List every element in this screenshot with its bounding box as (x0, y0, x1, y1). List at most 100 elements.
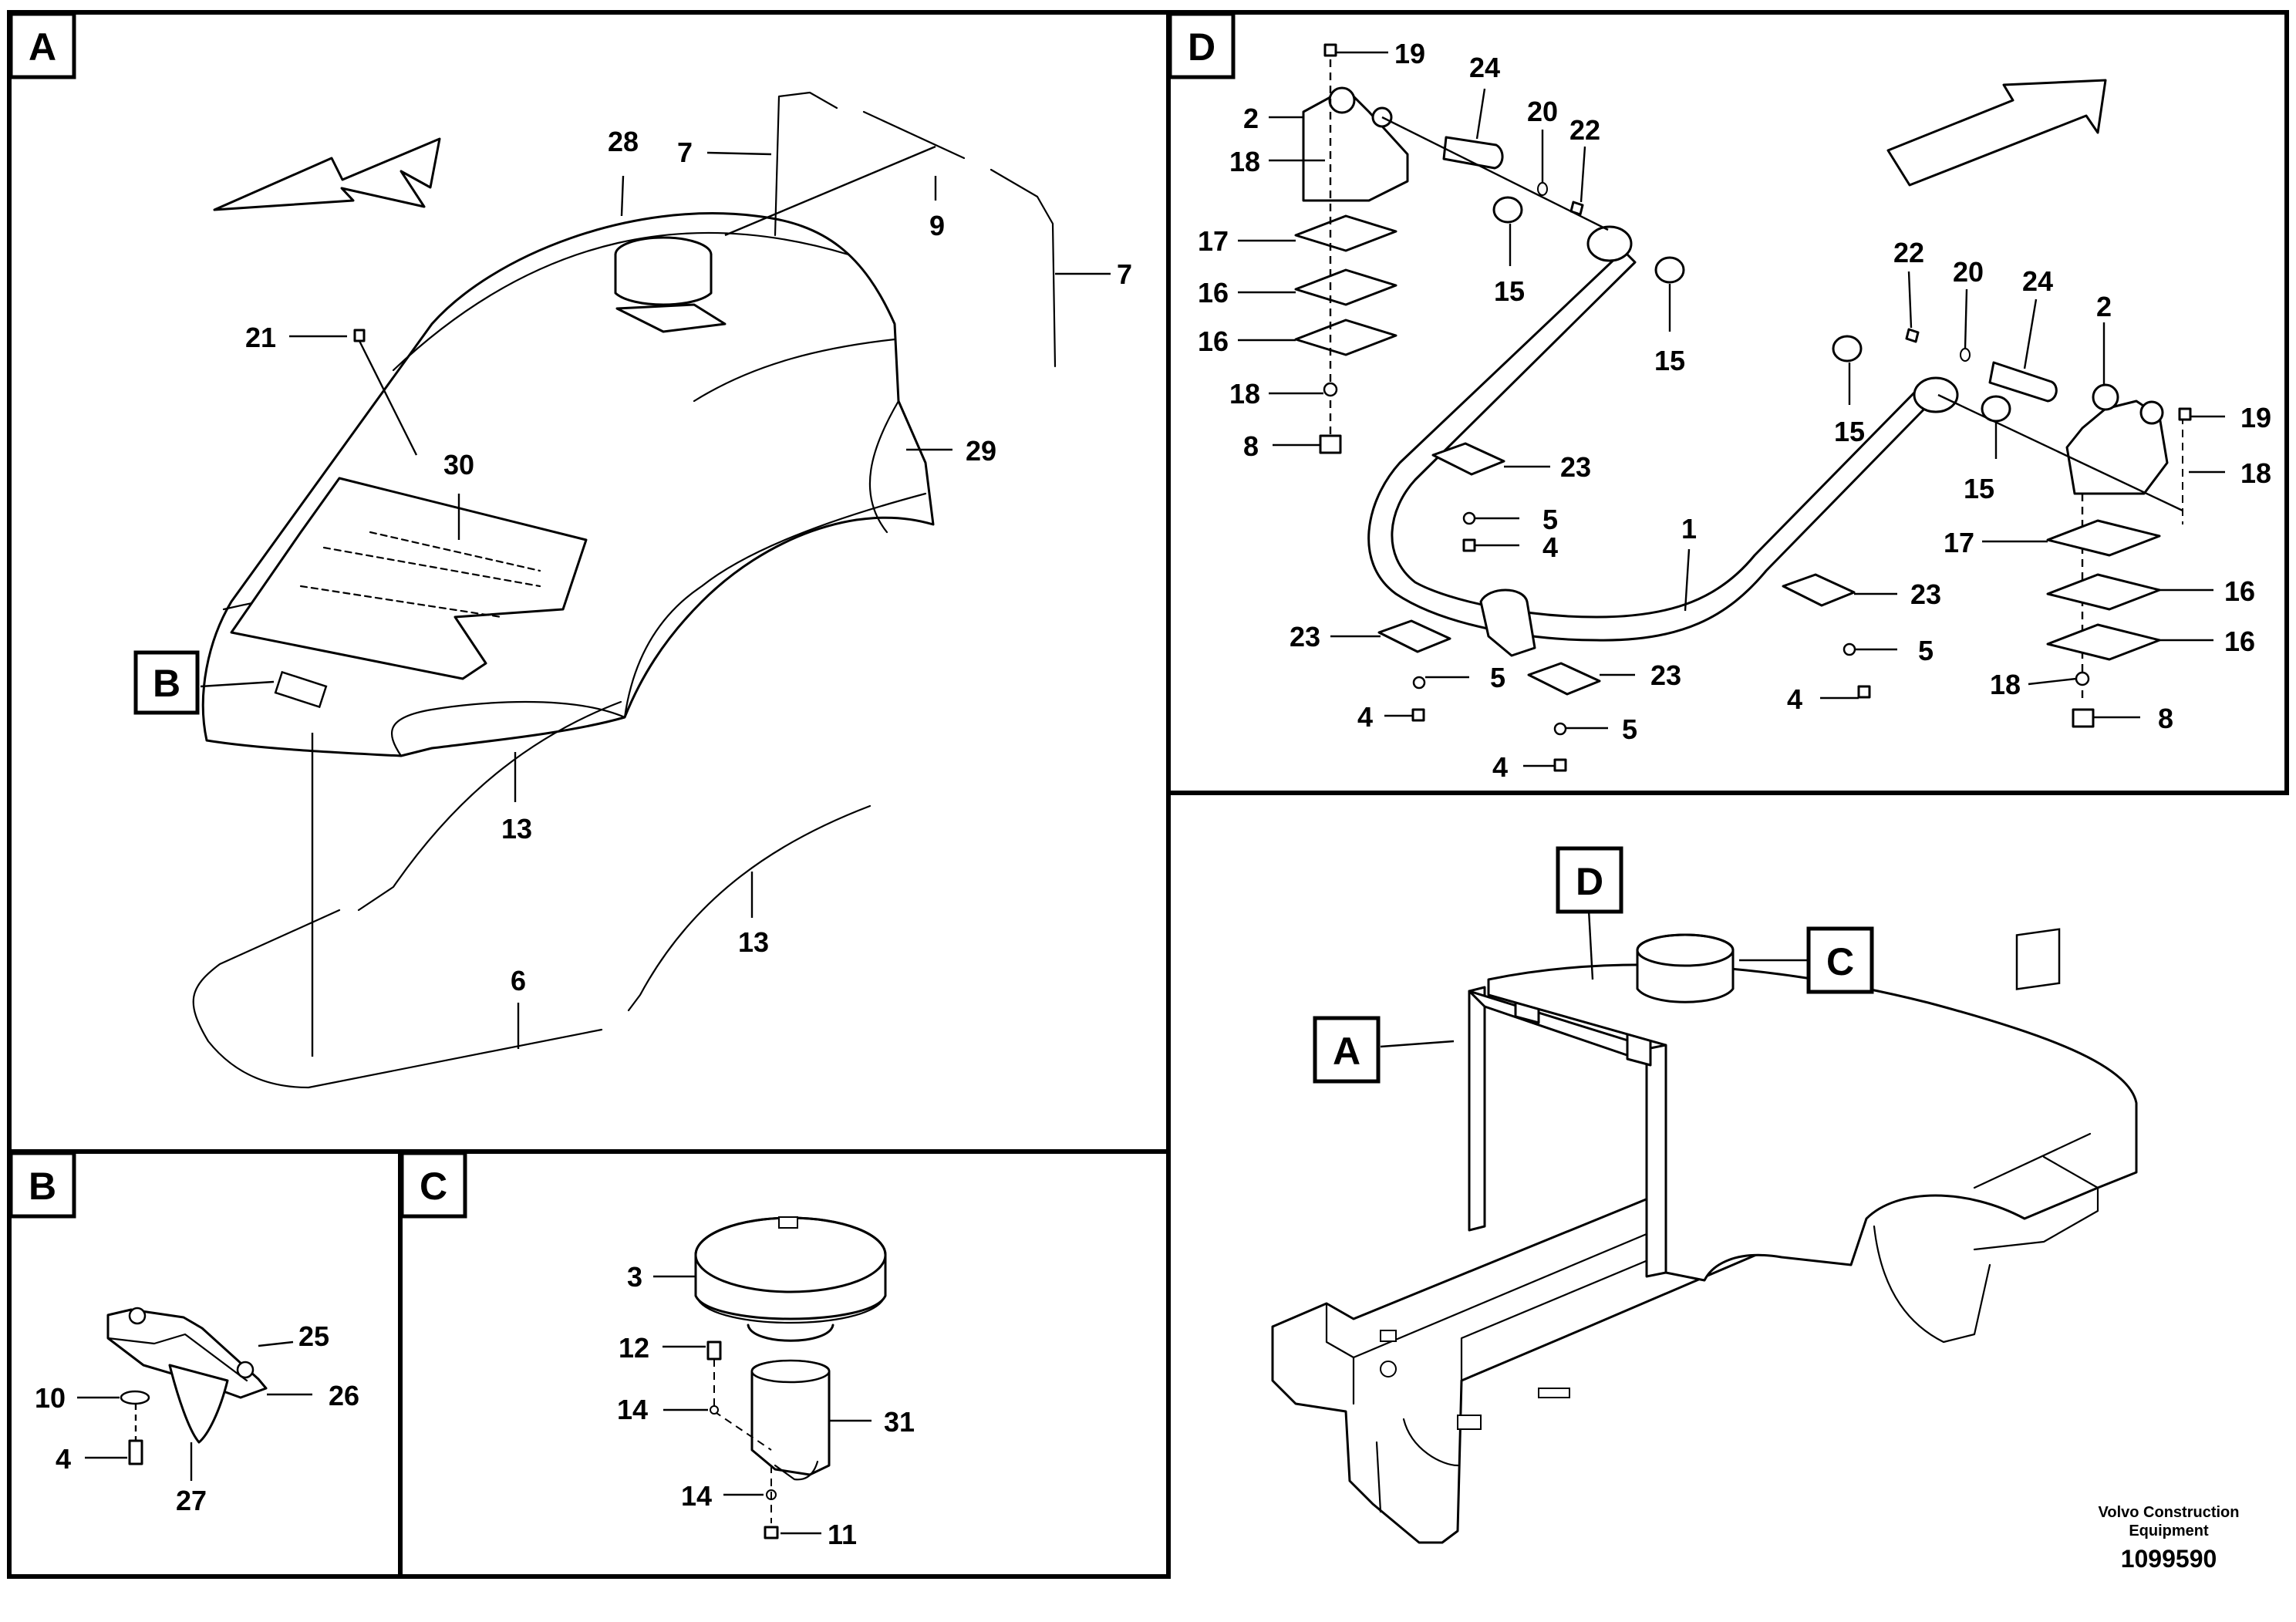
svg-text:4: 4 (1542, 531, 1558, 563)
shim-17-right (2046, 519, 2161, 557)
nut-8-left (1319, 434, 1342, 454)
panel-label-d: D (1168, 12, 1236, 79)
svg-text:2: 2 (2096, 291, 2112, 322)
shim-16-right-a (2046, 573, 2161, 611)
washer-10 (120, 1390, 150, 1405)
svg-text:8: 8 (2158, 703, 2173, 734)
svg-text:A: A (1333, 1030, 1360, 1073)
svg-text:27: 27 (176, 1485, 207, 1516)
svg-text:13: 13 (738, 926, 769, 958)
svg-text:6: 6 (511, 965, 526, 996)
svg-text:19: 19 (1394, 38, 1425, 69)
svg-text:24: 24 (2022, 265, 2053, 297)
svg-text:D: D (1188, 25, 1215, 69)
svg-text:24: 24 (1469, 52, 1500, 83)
svg-text:18: 18 (2240, 457, 2271, 489)
panel-b-illustration (106, 1307, 268, 1465)
svg-text:17: 17 (1944, 527, 1974, 558)
overview-illustration (1271, 928, 2138, 1544)
svg-text:B: B (29, 1165, 56, 1208)
svg-text:31: 31 (884, 1406, 915, 1438)
svg-text:5: 5 (1490, 662, 1505, 693)
svg-text:18: 18 (1990, 669, 2021, 700)
panel-label-a: A (8, 12, 76, 79)
rollbar (1468, 986, 1486, 1232)
brand-line-2: Equipment (2129, 1523, 2209, 1539)
svg-text:13: 13 (501, 813, 532, 845)
screw-12 (706, 1340, 722, 1361)
svg-text:2: 2 (1243, 103, 1259, 134)
pin-24-left (1442, 136, 1504, 170)
svg-text:15: 15 (1654, 345, 1685, 376)
svg-text:23: 23 (1560, 451, 1591, 483)
screw-11 (764, 1526, 779, 1539)
screw-21 (353, 329, 366, 342)
panel-label-b: B (8, 1151, 76, 1219)
svg-text:15: 15 (1964, 473, 1994, 504)
seal-strip-7-left (774, 91, 838, 237)
mount-tab-23-a (1431, 442, 1505, 476)
cone-27 (168, 1364, 229, 1444)
svg-text:3: 3 (627, 1261, 642, 1293)
panel-label-c: C (400, 1151, 467, 1219)
bracket-26 (106, 1308, 268, 1399)
svg-text:9: 9 (929, 210, 945, 241)
seal-strip-7-right (990, 168, 1057, 368)
screw-19-left (1323, 43, 1337, 57)
svg-text:16: 16 (1198, 277, 1229, 309)
svg-text:18: 18 (1229, 378, 1260, 410)
svg-text:14: 14 (617, 1394, 648, 1425)
filter-cap-3 (694, 1253, 887, 1320)
svg-text:29: 29 (966, 435, 996, 467)
document-number: 1099590 (2121, 1545, 2217, 1573)
svg-text:26: 26 (329, 1380, 359, 1411)
svg-text:23: 23 (1650, 659, 1681, 691)
svg-text:16: 16 (2224, 575, 2255, 607)
nut-8-right (2072, 708, 2095, 728)
svg-text:16: 16 (2224, 626, 2255, 657)
mount-tab-23-c (1527, 662, 1601, 696)
svg-text:12: 12 (619, 1332, 649, 1364)
callouts-panel-b: 25 10 26 4 27 (35, 1320, 359, 1516)
svg-text:23: 23 (1910, 578, 1941, 610)
direction-arrow-a (213, 137, 441, 211)
svg-text:30: 30 (443, 449, 474, 481)
svg-text:4: 4 (56, 1443, 71, 1475)
shim-16-left-a (1294, 268, 1397, 306)
panel-d-illustration (1294, 43, 2192, 772)
bracket-2-left (1302, 87, 1409, 202)
brand-block: Volvo Construction Equipment 1099590 (2099, 1504, 2240, 1573)
svg-text:14: 14 (681, 1480, 712, 1512)
shim-16-left-b (1294, 319, 1397, 356)
centre-clamp (1479, 588, 1536, 657)
shim-17-left (1294, 214, 1397, 252)
svg-text:B: B (153, 662, 180, 705)
svg-text:5: 5 (1918, 635, 1934, 666)
svg-text:18: 18 (1229, 146, 1260, 177)
panel-frames (7, 10, 2289, 1579)
svg-text:15: 15 (1494, 275, 1525, 307)
svg-text:5: 5 (1622, 713, 1637, 745)
brand-line-1: Volvo Construction (2099, 1504, 2240, 1521)
callouts-panel-d: 19 24 2 20 22 18 17 15 16 15 16 18 8 22 … (1198, 38, 2271, 783)
svg-text:17: 17 (1198, 225, 1229, 257)
u-bar-1 (1367, 249, 1934, 642)
svg-text:11: 11 (828, 1519, 857, 1550)
svg-text:10: 10 (35, 1382, 66, 1414)
svg-text:7: 7 (1117, 258, 1132, 290)
svg-text:D: D (1576, 860, 1603, 903)
svg-text:C: C (1826, 940, 1854, 983)
screw-19-right (2178, 407, 2192, 421)
svg-text:A: A (29, 25, 56, 69)
screw-4-b (128, 1439, 143, 1465)
overview-callouts: D C A (1313, 846, 1874, 1084)
edge-trim-13-right (627, 804, 872, 1012)
mount-tab-23-d (1782, 573, 1856, 607)
svg-text:25: 25 (298, 1320, 329, 1352)
svg-text:21: 21 (245, 322, 276, 353)
svg-text:28: 28 (608, 126, 639, 157)
svg-text:16: 16 (1198, 325, 1229, 357)
svg-text:8: 8 (1243, 430, 1259, 462)
svg-text:19: 19 (2240, 402, 2271, 433)
